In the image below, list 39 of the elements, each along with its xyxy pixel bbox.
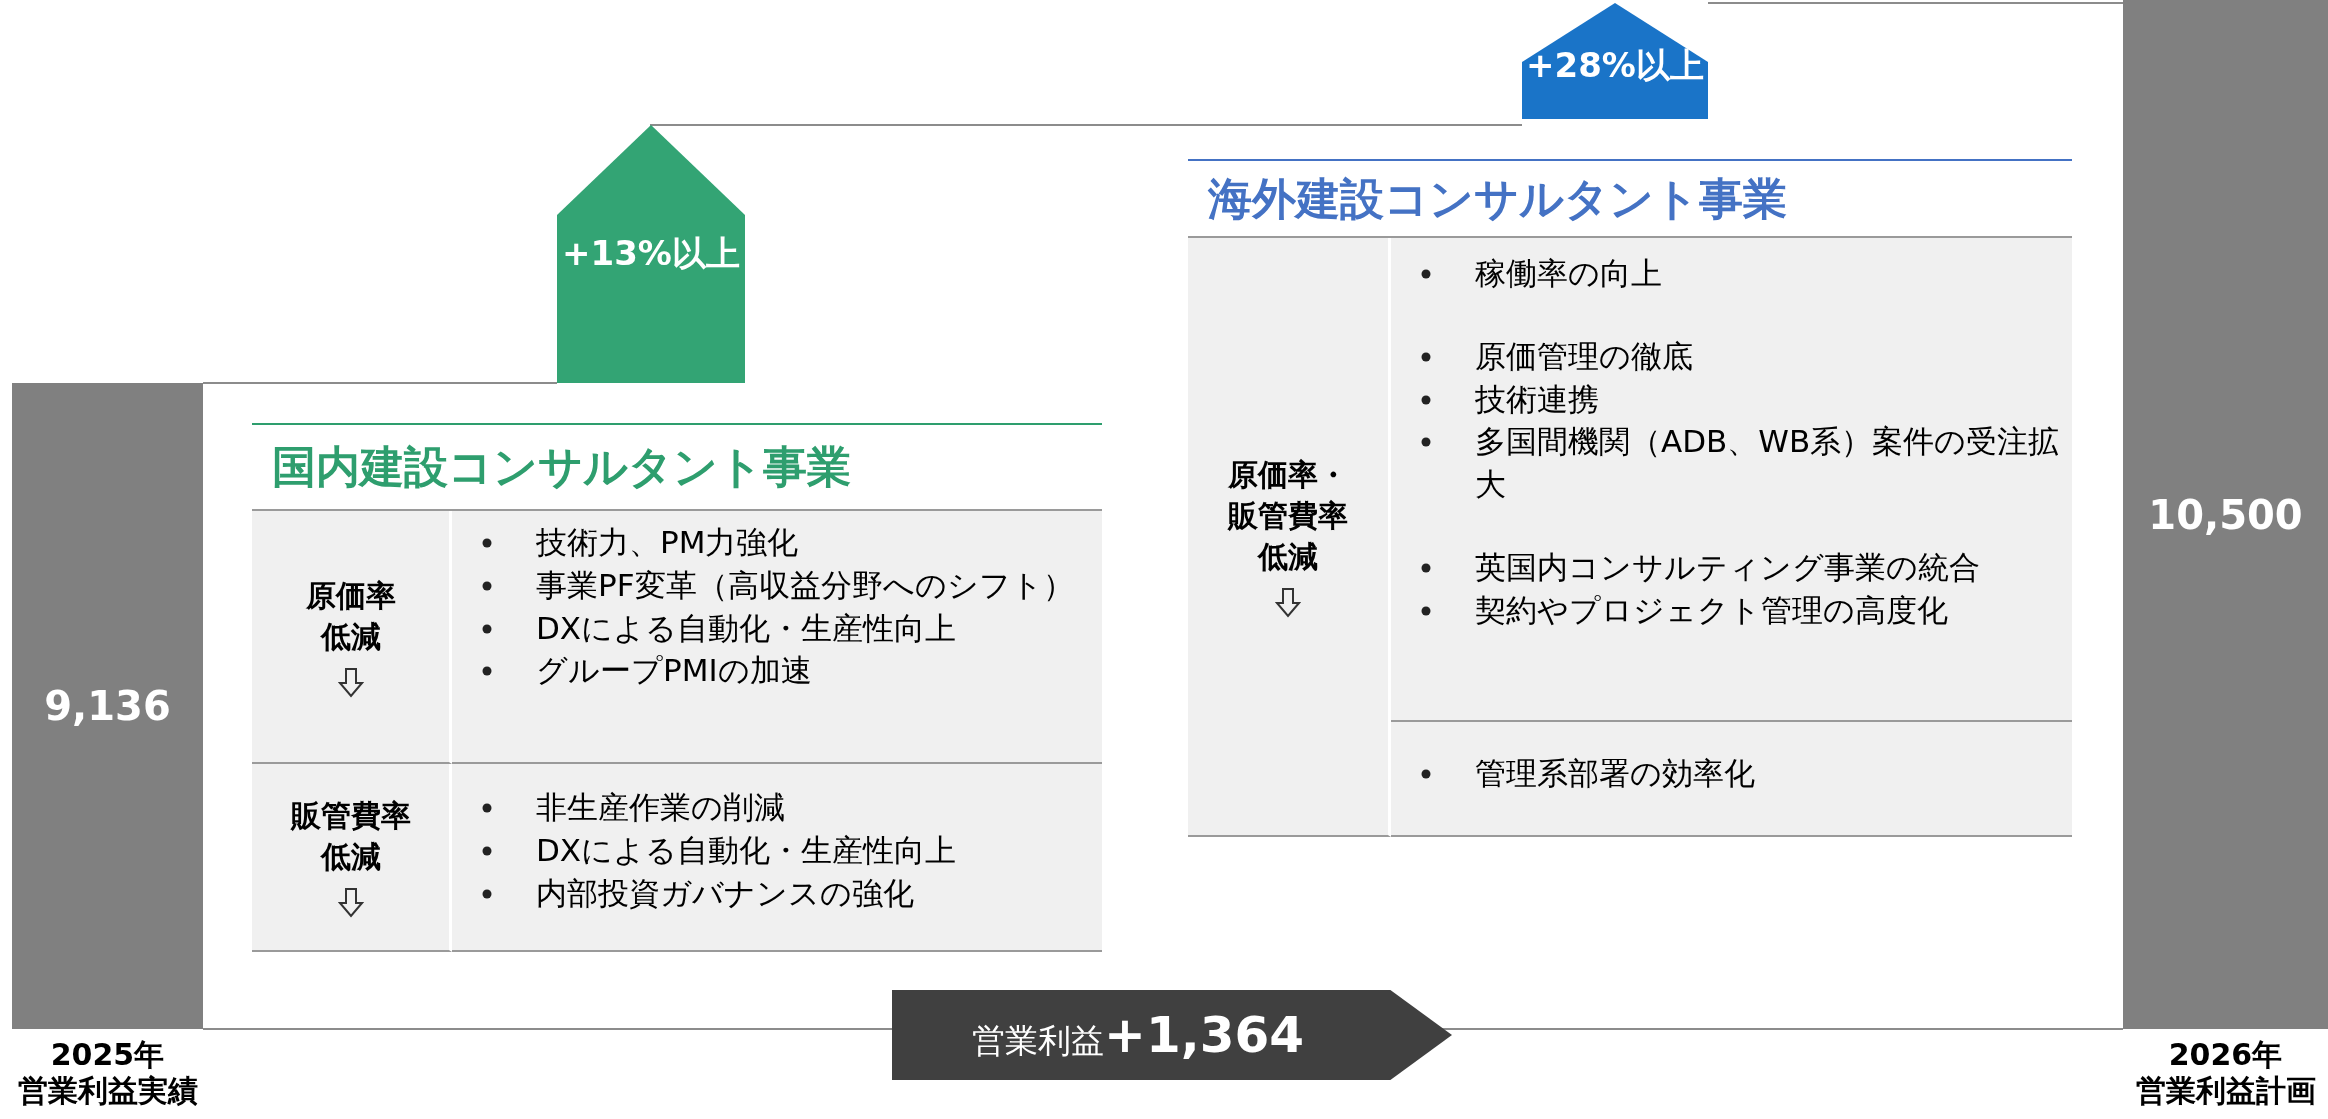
bullet-item: グループPMIの加速 [536,651,812,691]
table-cell [1391,722,2072,837]
axis-label: 営業利益実績 [16,1073,199,1109]
row-header: 原価率・販管費率低減 [1226,456,1349,576]
value-bar [12,383,203,1029]
row-header-cell [1188,238,1391,837]
bullet-item: 技術連携 [1475,379,1599,419]
result-label: 営業利益+1,364 [972,1006,1305,1064]
value-bar [2123,0,2328,1029]
bullet-item: 契約やプロジェクト管理の高度化 [1475,590,1948,630]
row-header: 販管費率低減 [289,797,412,876]
axis-label: 2026年 [2167,1037,2284,1073]
bullet-item: 技術力、PM力強化 [536,523,799,562]
table-cell [1391,238,2072,722]
table-cell [452,764,1102,952]
section-panel [1188,159,2072,835]
row-header-cell [252,764,452,952]
bullet-item: DXによる自動化・生産性向上 [536,608,957,648]
value-label: 10,500 [2148,491,2303,538]
row-header-cell [252,511,452,764]
bullet-item: 英国内コンサルティング事業の統合 [1475,547,1980,587]
row-header: 原価率低減 [304,576,397,656]
bullet-item: 事業PF変革（高収益分野へのシフト） [536,565,1074,605]
value-label: 9,136 [44,683,171,729]
section-title: 海外建設コンサルタント事業 [1208,171,1787,226]
section-panel [252,423,1102,950]
bullet-item: 内部投資ガバナンスの強化 [536,873,914,913]
bullet-item: 多国間機関（ADB、WB系）案件の受注拡大 [1475,422,2061,505]
bullet-item: 原価管理の徹底 [1475,336,1693,376]
bullet-item: 管理系部署の効率化 [1475,754,1755,793]
bullet-item: 稼働率の向上 [1475,254,1662,293]
up-arrow: +28%以上 [1522,3,1708,119]
axis-label: 営業利益計画 [2134,1073,2317,1109]
bullet-item: DXによる自動化・生産性向上 [536,830,957,870]
section-title: 国内建設コンサルタント事業 [272,440,851,494]
up-arrow: +13%以上 [557,125,745,383]
bullet-item: 非生産作業の削減 [536,788,785,827]
axis-label: 2025年 [49,1037,166,1073]
table-cell [452,511,1102,764]
